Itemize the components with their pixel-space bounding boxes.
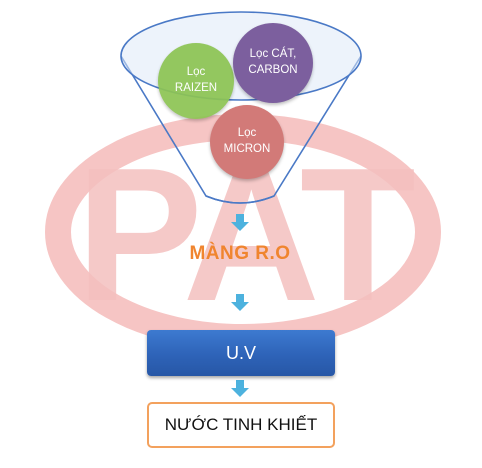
pure-water-box: NƯỚC TINH KHIẾT — [147, 402, 335, 448]
filter-raizen-circle: Lọc RAIZEN — [158, 43, 234, 119]
uv-step-label: U.V — [225, 342, 256, 363]
pure-water-label: NƯỚC TINH KHIẾT — [164, 415, 318, 434]
ro-membrane-label: MÀNG R.O — [189, 243, 291, 264]
filter-micron-circle: Lọc MICRON — [210, 105, 284, 179]
uv-step-box: U.V — [147, 330, 335, 376]
down-arrow-icon — [231, 380, 249, 398]
down-arrow-icon — [231, 214, 249, 232]
filter-raizen-label: Lọc RAIZEN — [174, 66, 218, 94]
filter-micron-label: Lọc MICRON — [223, 127, 271, 155]
filter-sand-carbon-label: Lọc CÁT, CARBON — [248, 48, 298, 76]
down-arrow-icon — [231, 294, 249, 312]
filter-sand-carbon-circle: Lọc CÁT, CARBON — [233, 23, 313, 103]
